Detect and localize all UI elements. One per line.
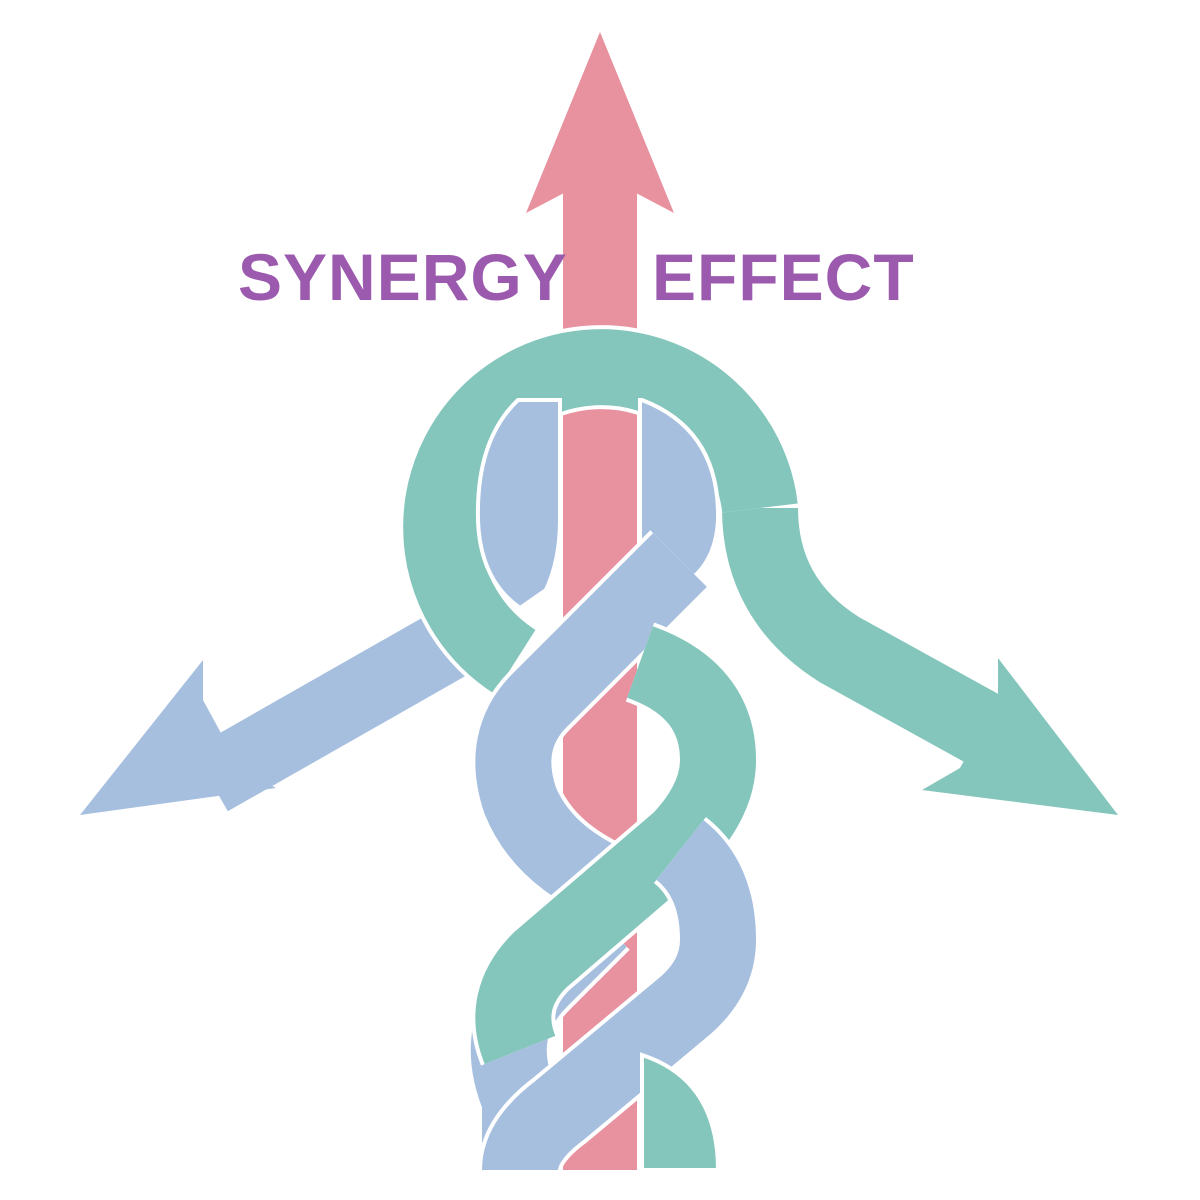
left-down-arrow <box>80 600 488 815</box>
green-bottom-lobe <box>640 1052 721 1172</box>
green-loop-band <box>403 329 798 694</box>
label-effect: EFFECT <box>652 240 915 314</box>
left-arrow-shaft <box>192 600 488 812</box>
left-arrow-head <box>80 660 276 815</box>
right-down-arrow <box>722 506 1118 815</box>
green-helix-band <box>475 626 757 1065</box>
right-arrow-head <box>922 658 1118 815</box>
blue-inner-lobe-left <box>475 398 562 611</box>
label-synergy: SYNERGY <box>238 240 568 314</box>
right-arrow-shaft <box>722 506 1004 764</box>
blue-front-band <box>482 820 757 1173</box>
up-arrow-head <box>526 32 674 213</box>
